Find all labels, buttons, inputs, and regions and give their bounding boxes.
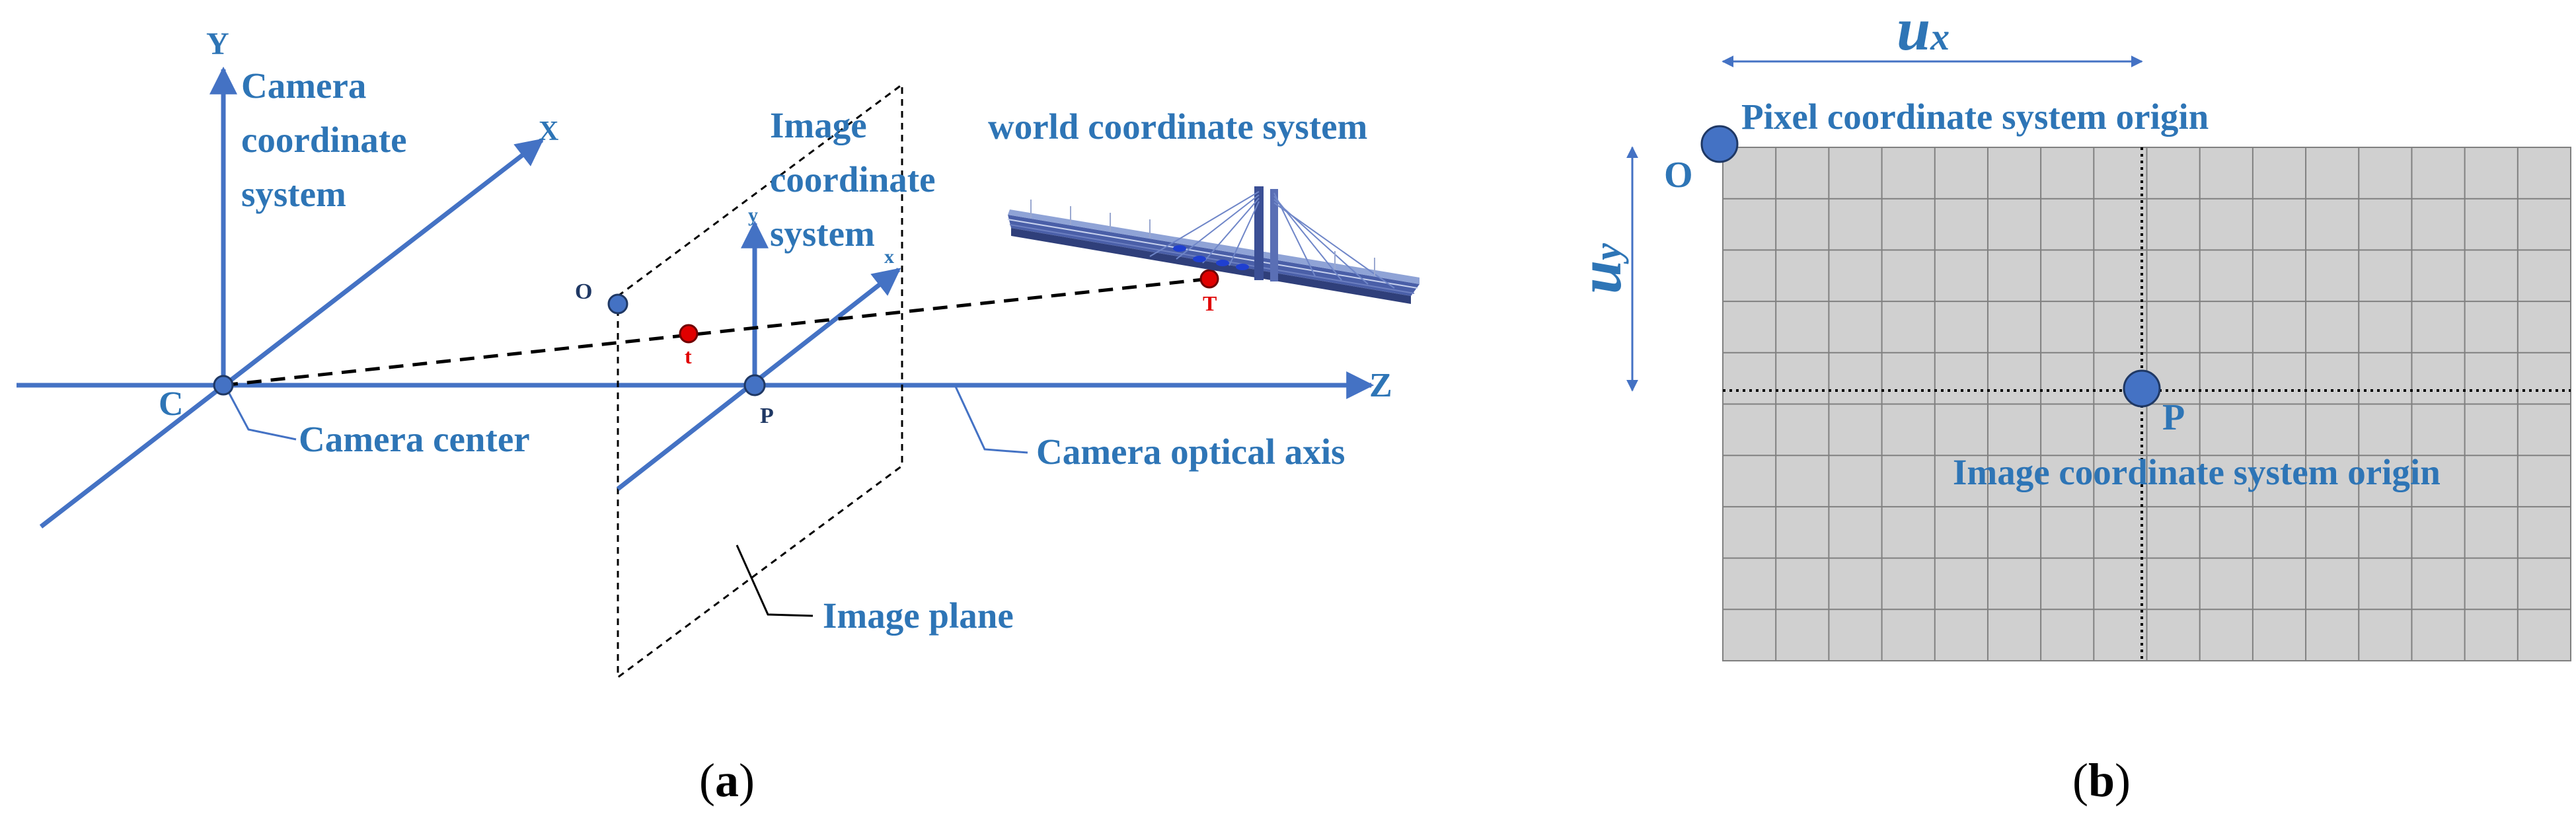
uy-label-sub: y [1586, 243, 1629, 264]
image-point-t [679, 324, 699, 344]
pixel-origin-point [1700, 125, 1739, 163]
caption-b-close: ) [2115, 754, 2131, 807]
image-coordinate-system-line-1: Image [770, 105, 867, 145]
image-point-t-label: t [685, 344, 692, 368]
ux-label-main: u [1897, 0, 1930, 63]
world-coordinate-system-label: world coordinate system [988, 106, 1367, 147]
camera-center-point [213, 375, 234, 396]
image-origin-point [2123, 369, 2161, 408]
caption-a: (a) [699, 754, 755, 807]
pixel-origin-o-label: O [1664, 155, 1693, 196]
caption-a-close: ) [739, 754, 755, 807]
optical-axis-leader [954, 385, 1028, 454]
caption-b: (b) [2072, 754, 2131, 807]
panel-a: Y X Z Camera coordinate system Image coo… [17, 26, 1420, 807]
image-origin-p-label: P [2162, 397, 2185, 438]
uy-label-main: u [1566, 260, 1634, 294]
camera-optical-axis-label: Camera optical axis [1036, 431, 1345, 472]
world-point-t [1199, 269, 1219, 289]
pixel-grid-lines [1723, 147, 2571, 661]
world-point-t-label: T [1203, 291, 1217, 315]
image-plane [617, 83, 903, 679]
panel-b: ux uy O P Pixel coordinate system origin… [1566, 0, 2571, 807]
image-x-label: x [884, 246, 894, 268]
camera-center-leader [226, 389, 297, 441]
camera-coordinate-system-label: Camera coordinate system [241, 65, 416, 214]
caption-b-open: ( [2072, 754, 2088, 807]
camera-coordinate-system-line-2: coordinate [241, 120, 407, 160]
pixel-coordinate-system-origin-label: Pixel coordinate system origin [1741, 96, 2209, 137]
camera-y-axis-label: Y [206, 26, 229, 61]
camera-z-axis-label: Z [1369, 367, 1392, 404]
caption-b-letter: b [2088, 754, 2115, 807]
image-origin-o-label: O [575, 280, 592, 304]
image-plane-label: Image plane [823, 595, 1014, 636]
camera-coordinate-system-line-1: Camera [241, 65, 366, 106]
image-coordinate-system-line-2: coordinate [770, 159, 936, 200]
camera-center-label: Camera center [299, 419, 530, 459]
bridge-illustration [1007, 186, 1420, 304]
image-coordinate-system-label: Image coordinate system [770, 105, 944, 254]
camera-coordinate-system-line-3: system [241, 174, 346, 214]
caption-a-open: ( [699, 754, 715, 807]
ux-label-sub: x [1930, 15, 1950, 58]
image-plane-leader [736, 544, 814, 617]
camera-x-axis-label: X [539, 116, 558, 147]
image-y-label: y [748, 204, 758, 226]
caption-a-letter: a [715, 754, 739, 807]
image-coordinate-system-origin-label: Image coordinate system origin [1953, 452, 2441, 492]
uy-label: uy [1566, 243, 1634, 294]
principal-point-label: P [760, 404, 774, 428]
image-coordinate-system-line-3: system [770, 213, 875, 254]
camera-x-axis [39, 138, 545, 529]
ux-label: ux [1897, 0, 1950, 63]
camera-center-point-label: C [159, 385, 184, 423]
image-origin-o-point [607, 293, 628, 315]
projection-ray [223, 277, 1210, 387]
principal-point-p [743, 374, 766, 396]
